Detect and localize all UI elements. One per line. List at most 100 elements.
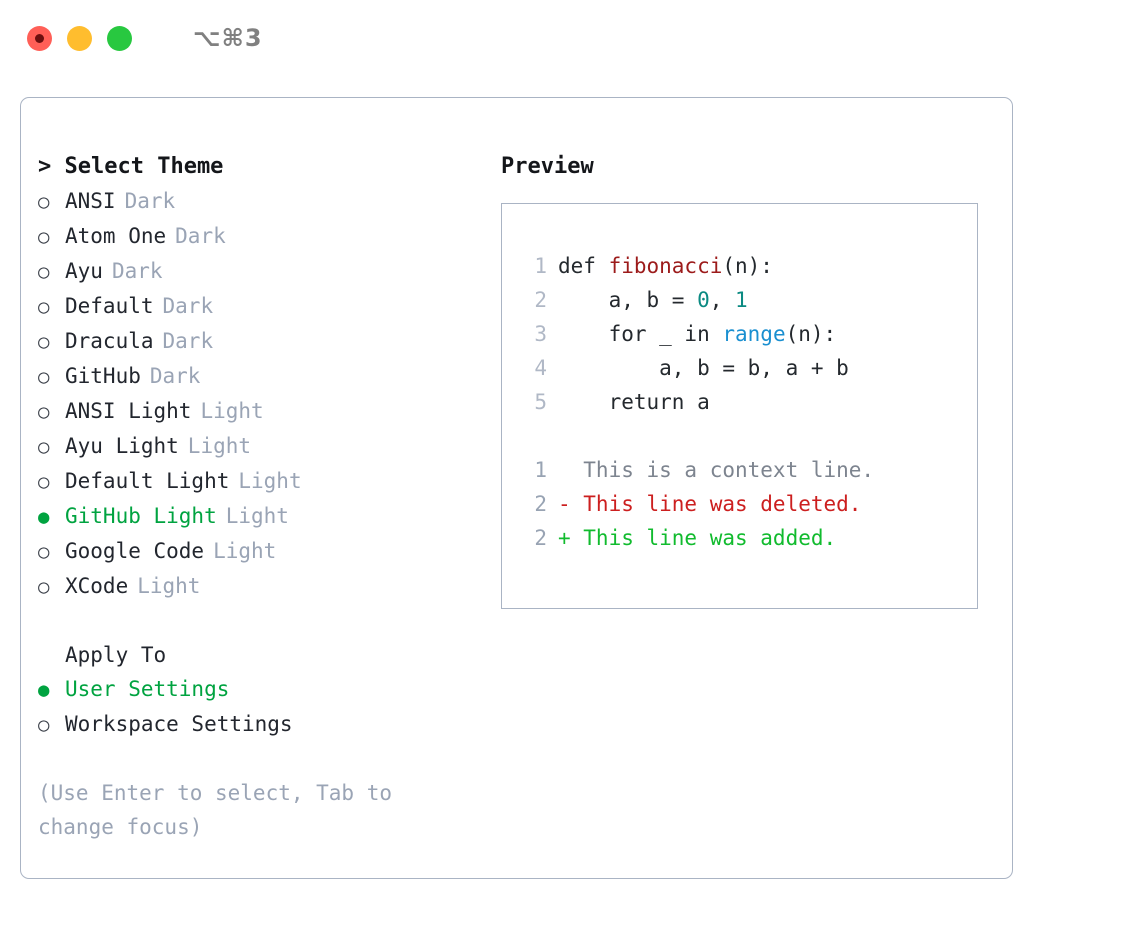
radio-unselected-icon: ○ xyxy=(38,541,50,563)
theme-option-dracula[interactable]: ○ Dracula Dark xyxy=(38,324,488,359)
code-line-number: 1 xyxy=(534,254,547,278)
radio-unselected-icon: ○ xyxy=(38,226,50,248)
radio-unselected-icon: ○ xyxy=(38,191,50,213)
theme-option-variant: Light xyxy=(187,434,252,458)
code-line: 4 a, b = b, a + b xyxy=(521,351,977,385)
theme-option-variant: Dark xyxy=(162,329,214,353)
theme-option-xcode[interactable]: ○ XCode Light xyxy=(38,569,488,604)
theme-option-label: ANSI xyxy=(65,189,116,213)
code-token: 0 xyxy=(697,288,710,312)
diff-line-deleted: 2- This line was deleted. xyxy=(521,487,977,521)
apply-to-option-label: Workspace Settings xyxy=(65,712,293,736)
code-token: for _ in xyxy=(558,322,723,346)
radio-unselected-icon: ○ xyxy=(38,436,50,458)
diff-line-text: - This line was deleted. xyxy=(558,492,862,516)
radio-selected-icon: ● xyxy=(38,506,50,528)
maximize-button[interactable] xyxy=(107,25,132,51)
theme-option-label: Google Code xyxy=(65,539,205,563)
code-line-number: 2 xyxy=(534,288,547,312)
theme-option-variant: Dark xyxy=(162,294,214,318)
theme-option-variant: Dark xyxy=(124,189,176,213)
apply-to-option-workspace-settings[interactable]: ○ Workspace Settings xyxy=(38,707,488,742)
code-token: , xyxy=(709,288,736,312)
radio-unselected-icon: ○ xyxy=(38,331,50,353)
code-line: 3 for _ in range(n): xyxy=(521,317,977,351)
theme-option-label: Atom One xyxy=(65,224,167,248)
theme-option-label: ANSI Light xyxy=(65,399,192,423)
radio-unselected-icon: ○ xyxy=(38,471,50,493)
radio-unselected-icon: ○ xyxy=(38,576,50,598)
code-line-text: def fibonacci(n): xyxy=(558,249,773,283)
code-token: fibonacci xyxy=(608,254,723,278)
apply-to-option-label: User Settings xyxy=(65,677,230,701)
diff-line-text: This is a context line. xyxy=(558,458,875,482)
code-token: a, b = xyxy=(558,288,698,312)
apply-to-title: Apply To xyxy=(65,643,167,667)
code-line-number: 4 xyxy=(534,356,547,380)
spacer xyxy=(521,419,977,453)
radio-unselected-icon: ○ xyxy=(38,401,50,423)
keyboard-hint: (Use Enter to select, Tab to change focu… xyxy=(38,781,393,839)
theme-option-default-light[interactable]: ○ Default Light Light xyxy=(38,464,488,499)
diff-line-context: 1 This is a context line. xyxy=(521,453,977,487)
theme-option-ayu[interactable]: ○ Ayu Dark xyxy=(38,254,488,289)
theme-option-label: Default Light xyxy=(65,469,230,493)
code-token: a, b = b, a + b xyxy=(558,356,849,380)
code-line: 2 a, b = 0, 1 xyxy=(521,283,977,317)
spacer xyxy=(38,604,488,638)
radio-selected-icon: ● xyxy=(38,679,50,701)
theme-option-variant: Light xyxy=(238,469,302,493)
theme-option-variant: Dark xyxy=(175,224,226,248)
code-line-number: 5 xyxy=(534,390,547,414)
diff-line-number: 2 xyxy=(534,526,547,550)
theme-option-ansi[interactable]: ○ ANSI Dark xyxy=(38,184,488,219)
theme-option-variant: Light xyxy=(137,574,201,598)
theme-option-atom-one[interactable]: ○ Atom One Dark xyxy=(38,219,488,254)
theme-option-variant: Dark xyxy=(149,364,201,388)
theme-option-label: GitHub xyxy=(65,364,141,388)
code-token: (n): xyxy=(722,254,773,278)
diff-line-number: 1 xyxy=(534,458,547,482)
diff-line-added: 2+ This line was added. xyxy=(521,521,977,555)
diff-sample: 1 This is a context line.2- This line wa… xyxy=(521,453,977,555)
radio-unselected-icon: ○ xyxy=(38,366,50,388)
minimize-button[interactable] xyxy=(67,25,92,51)
code-line-text: for _ in range(n): xyxy=(558,317,837,351)
code-token: (n): xyxy=(785,322,837,346)
code-line-text: return a xyxy=(558,385,710,419)
preview-title: Preview xyxy=(501,154,594,179)
code-line-text: a, b = b, a + b xyxy=(558,351,849,385)
apply-to-option-user-settings[interactable]: ● User Settings xyxy=(38,672,488,707)
window-titlebar: ⌥⌘3 xyxy=(0,0,1140,76)
code-token: range xyxy=(722,322,786,346)
code-token: return a xyxy=(558,390,710,414)
code-line: 1 def fibonacci(n): xyxy=(521,249,977,283)
theme-option-label: GitHub Light xyxy=(65,504,217,528)
theme-option-ansi-light[interactable]: ○ ANSI Light Light xyxy=(38,394,488,429)
radio-unselected-icon: ○ xyxy=(38,714,50,736)
theme-option-variant: Dark xyxy=(111,259,163,283)
theme-option-google-code[interactable]: ○ Google Code Light xyxy=(38,534,488,569)
code-line: 5 return a xyxy=(521,385,977,419)
theme-option-label: Dracula xyxy=(65,329,154,353)
theme-option-variant: Light xyxy=(200,399,264,423)
theme-option-variant: Light xyxy=(213,539,277,563)
theme-option-label: Ayu xyxy=(65,259,103,283)
theme-option-default[interactable]: ○ Default Dark xyxy=(38,289,488,324)
radio-unselected-icon: ○ xyxy=(38,261,50,283)
radio-unselected-icon: ○ xyxy=(38,296,50,318)
theme-option-label: Default xyxy=(65,294,154,318)
theme-option-label: XCode xyxy=(65,574,129,598)
keyboard-shortcut-label: ⌥⌘3 xyxy=(193,24,263,52)
apply-to-list: ● User Settings ○ Workspace Settings xyxy=(38,672,488,742)
theme-option-github[interactable]: ○ GitHub Dark xyxy=(38,359,488,394)
close-button[interactable] xyxy=(27,25,52,51)
